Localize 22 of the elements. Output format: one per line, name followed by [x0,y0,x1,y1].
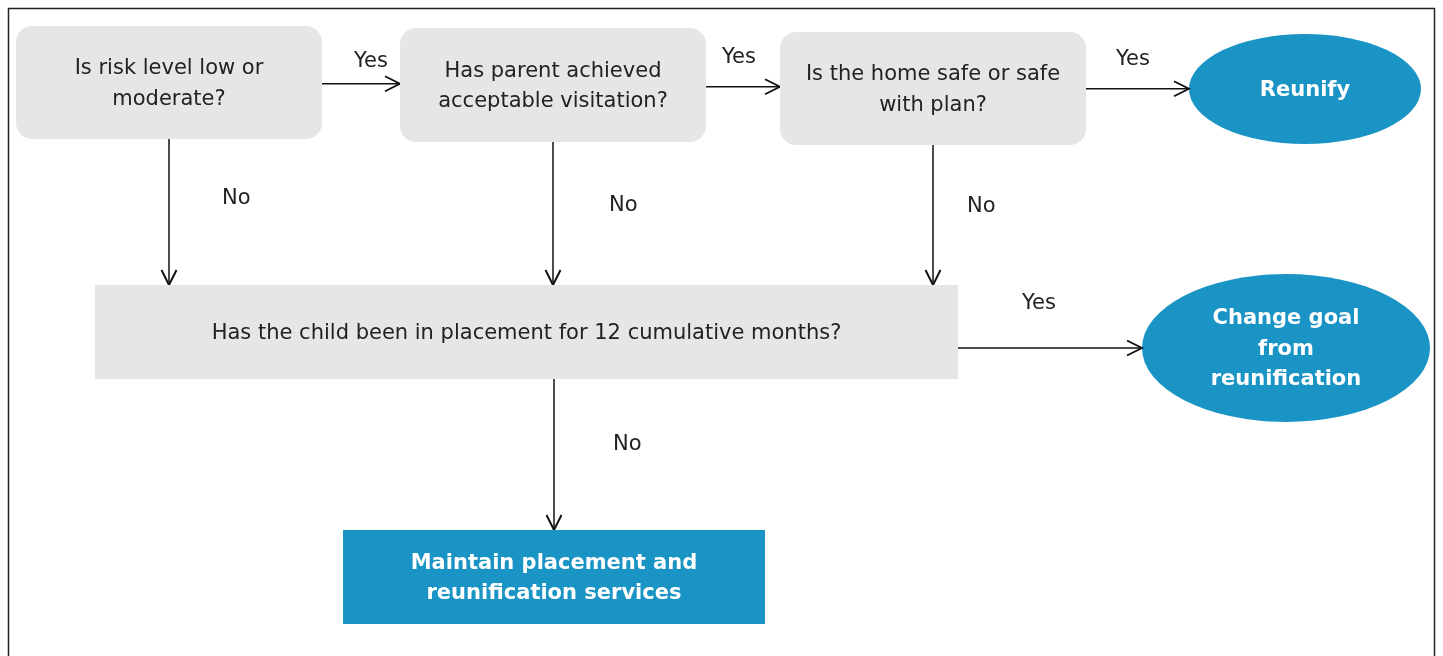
arrow [544,141,562,286]
node-text: Reunify [1259,75,1351,103]
node-text: Is the home safe or safe with plan? [804,60,1062,118]
arrow [321,75,401,93]
arrow [545,378,563,531]
arrow [924,144,942,286]
node-text: Has the child been in placement for 12 cumulative months? [211,318,842,346]
outcome-ellipse [1142,274,1430,422]
decision-box [16,26,322,139]
arrow [957,339,1143,357]
arrow [160,138,178,286]
arrow [705,78,781,96]
node-text: Has parent achieved acceptable visitation? [437,56,669,114]
node-text: Maintain placement and reunification services [409,548,699,606]
decision-box [780,32,1086,145]
arrow [1085,80,1190,98]
outcome-ellipse [1189,34,1421,144]
decision-box [95,285,958,379]
outcome-box [343,530,765,624]
node-text: Is risk level low or moderate? [73,54,265,112]
decision-box [400,28,706,142]
node-text: Change goal from reunification [1209,304,1363,393]
